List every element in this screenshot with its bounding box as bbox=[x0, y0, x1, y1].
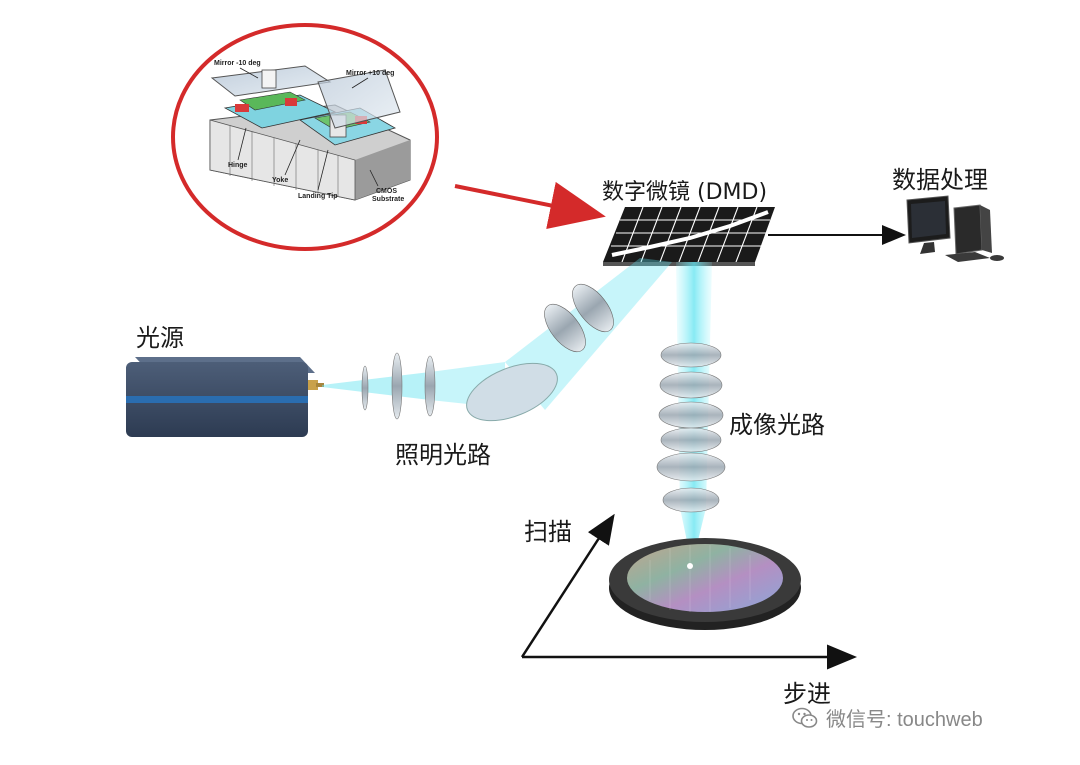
watermark-text: 微信号: touchweb bbox=[826, 709, 983, 731]
computer-icon bbox=[906, 195, 1004, 262]
dmd-detail-inset bbox=[171, 23, 439, 251]
inset-label-yoke: Yoke bbox=[272, 177, 289, 184]
label-light-source: 光源 bbox=[136, 324, 184, 352]
inset-label-mirror-plus: Mirror +10 deg bbox=[346, 70, 395, 77]
dmd-chip bbox=[603, 206, 775, 266]
imaging-lenses bbox=[656, 342, 726, 513]
label-step: 步进 bbox=[783, 680, 831, 708]
wechat-icon bbox=[792, 707, 818, 728]
inset-label-cmos: CMOS bbox=[376, 188, 397, 195]
label-data-processing: 数据处理 bbox=[892, 166, 988, 194]
label-scan: 扫描 bbox=[524, 518, 572, 546]
zoom-arrow bbox=[454, 181, 606, 229]
watermark: 微信号: touchweb bbox=[792, 703, 983, 732]
inset-label-mirror-minus: Mirror -10 deg bbox=[214, 60, 261, 67]
fold-mirror bbox=[466, 362, 558, 422]
relay-lens-2 bbox=[572, 284, 614, 332]
wafer-stage bbox=[609, 538, 801, 630]
label-illumination-path: 照明光路 bbox=[395, 441, 491, 469]
illumination-lenses bbox=[361, 352, 436, 420]
relay-lens-1 bbox=[544, 304, 586, 352]
inset-label-landing-tip: Landing Tip bbox=[298, 193, 338, 200]
light-source-box bbox=[126, 357, 324, 437]
label-imaging-path: 成像光路 bbox=[729, 411, 825, 439]
inset-label-substrate: Substrate bbox=[372, 196, 405, 203]
inset-label-hinge: Hinge bbox=[228, 162, 248, 169]
label-dmd: 数字微镜 (DMD) bbox=[602, 180, 768, 205]
scan-axis-arrow bbox=[520, 513, 615, 658]
